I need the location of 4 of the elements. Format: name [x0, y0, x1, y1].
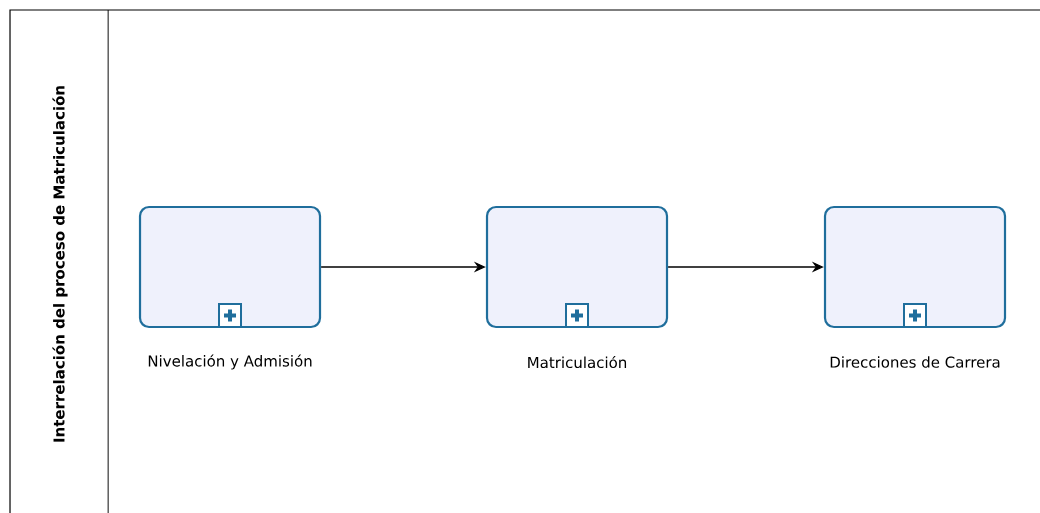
task-label: Direcciones de Carrera: [830, 356, 1000, 368]
pool-heading: Interrelación del proceso de Matriculación: [52, 86, 68, 442]
task-label: Matriculación: [528, 355, 627, 369]
task-label: Nivelación y Admisión: [148, 354, 312, 370]
